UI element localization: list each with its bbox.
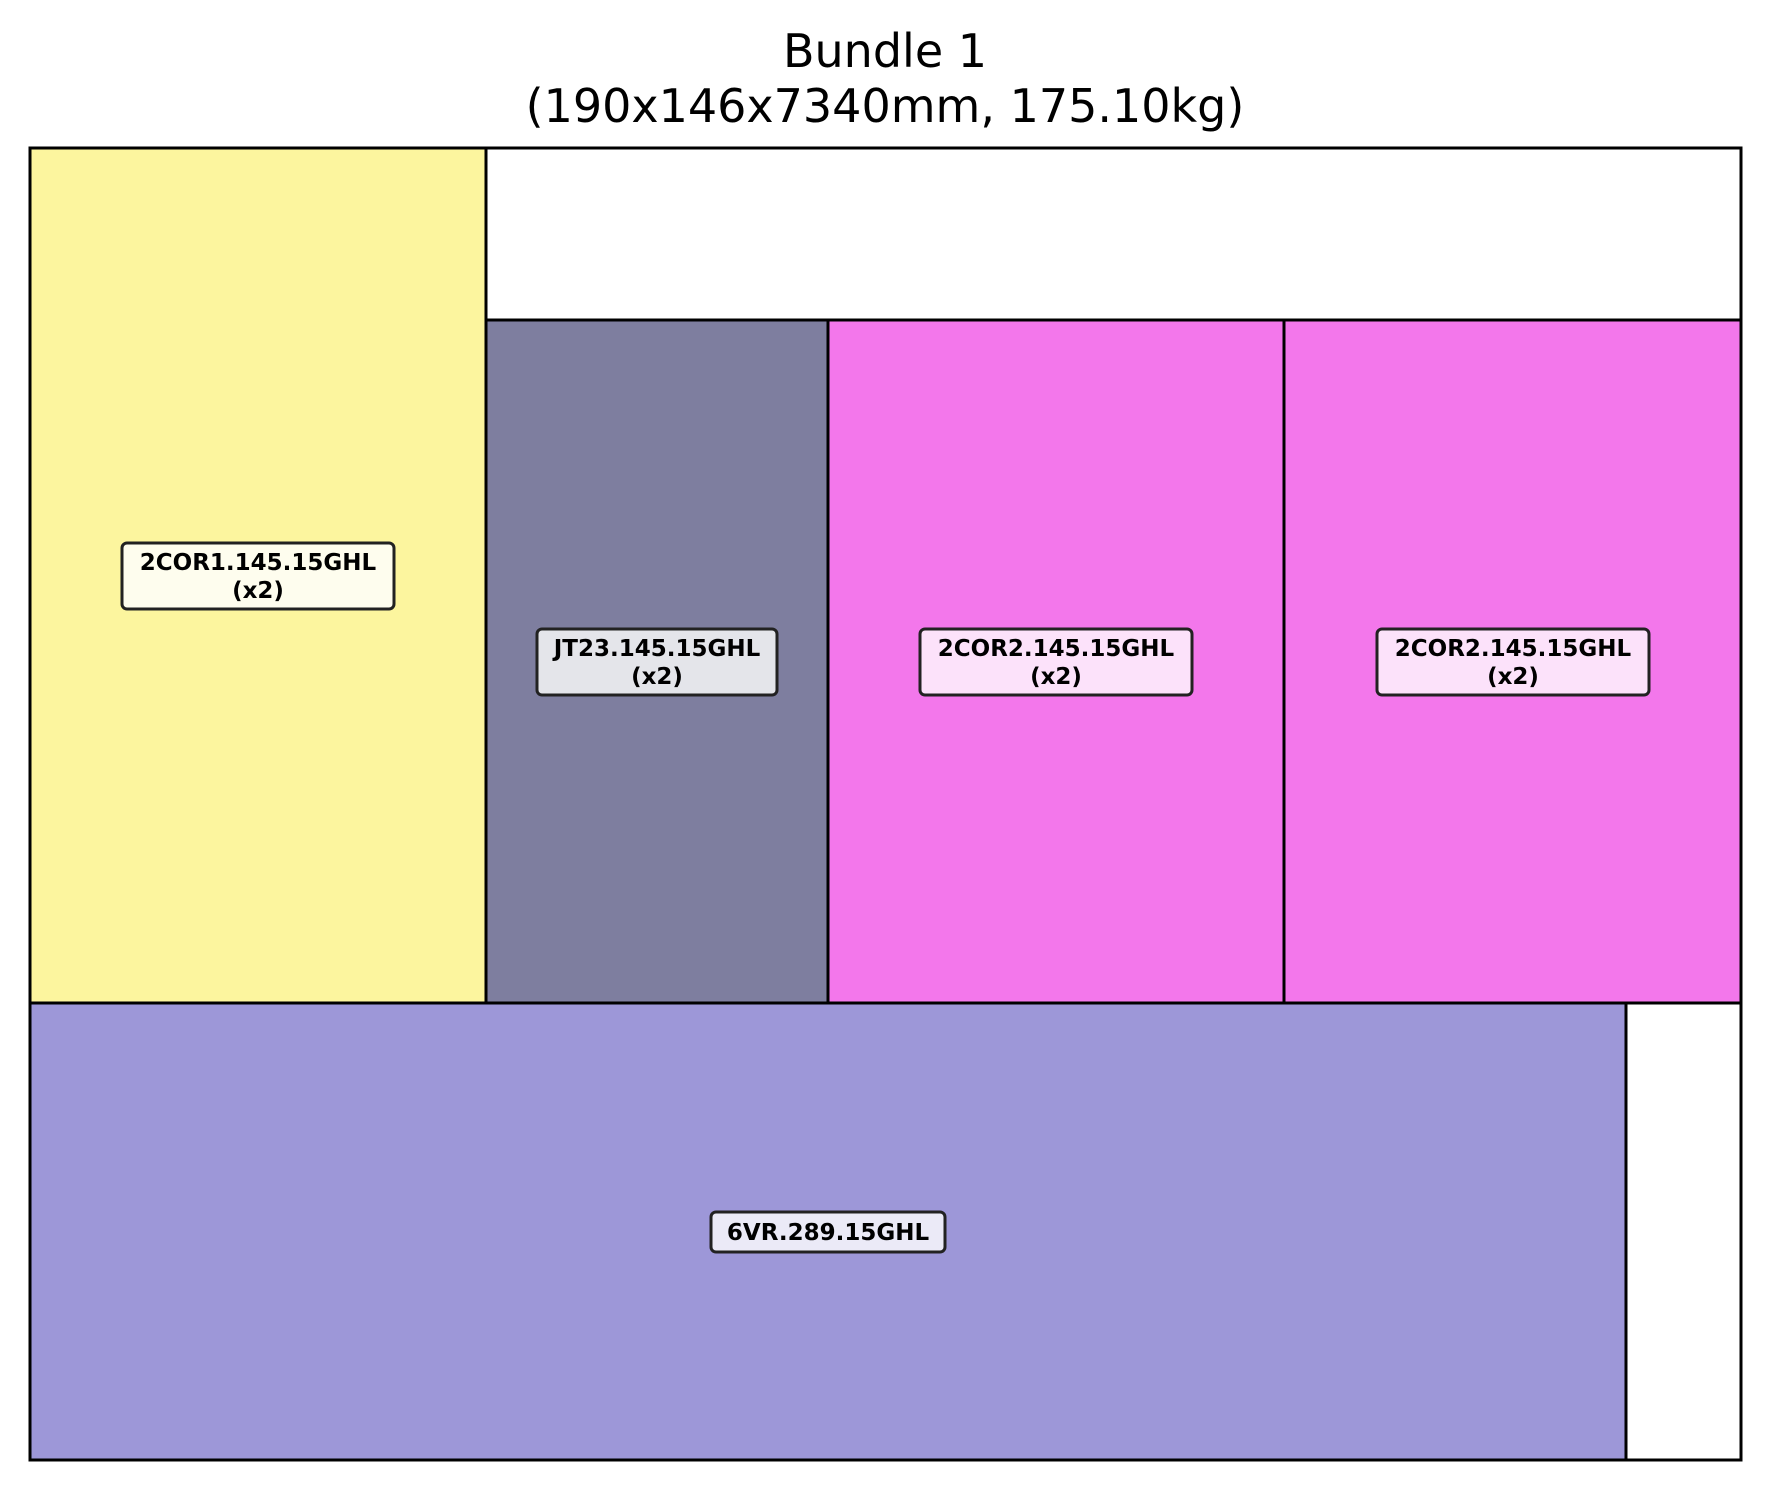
item-name-6vr: 6VR.289.15GHL: [727, 1220, 930, 1246]
item-label-box-2cor2-b: [1375, 627, 1651, 697]
diagram-subtitle: (190x146x7340mm, 175.10kg): [525, 79, 1245, 133]
item-label-box-2cor2-a: [918, 627, 1194, 697]
item-qty-2cor1: (x2): [232, 578, 284, 604]
item-label-box-jt23: [535, 627, 779, 697]
item-label-box-6vr: [709, 1210, 947, 1254]
item-qty-2cor2-b: (x2): [1487, 664, 1539, 690]
item-qty-2cor2-a: (x2): [1030, 664, 1082, 690]
item-name-jt23: JT23.145.15GHL: [552, 636, 761, 662]
bundle-outline: [28, 146, 1743, 1462]
items-layer: [28, 146, 1743, 1462]
item-name-2cor2-b: 2COR2.145.15GHL: [1395, 636, 1632, 662]
item-name-2cor1: 2COR1.145.15GHL: [140, 550, 377, 576]
item-qty-jt23: (x2): [631, 664, 683, 690]
item-label-box-2cor1: [120, 541, 396, 611]
item-name-2cor2-a: 2COR2.145.15GHL: [938, 636, 1175, 662]
diagram-title: Bundle 1: [782, 24, 988, 78]
labels-layer: 2COR1.145.15GHL(x2)JT23.145.15GHL(x2)2CO…: [120, 541, 1651, 1254]
